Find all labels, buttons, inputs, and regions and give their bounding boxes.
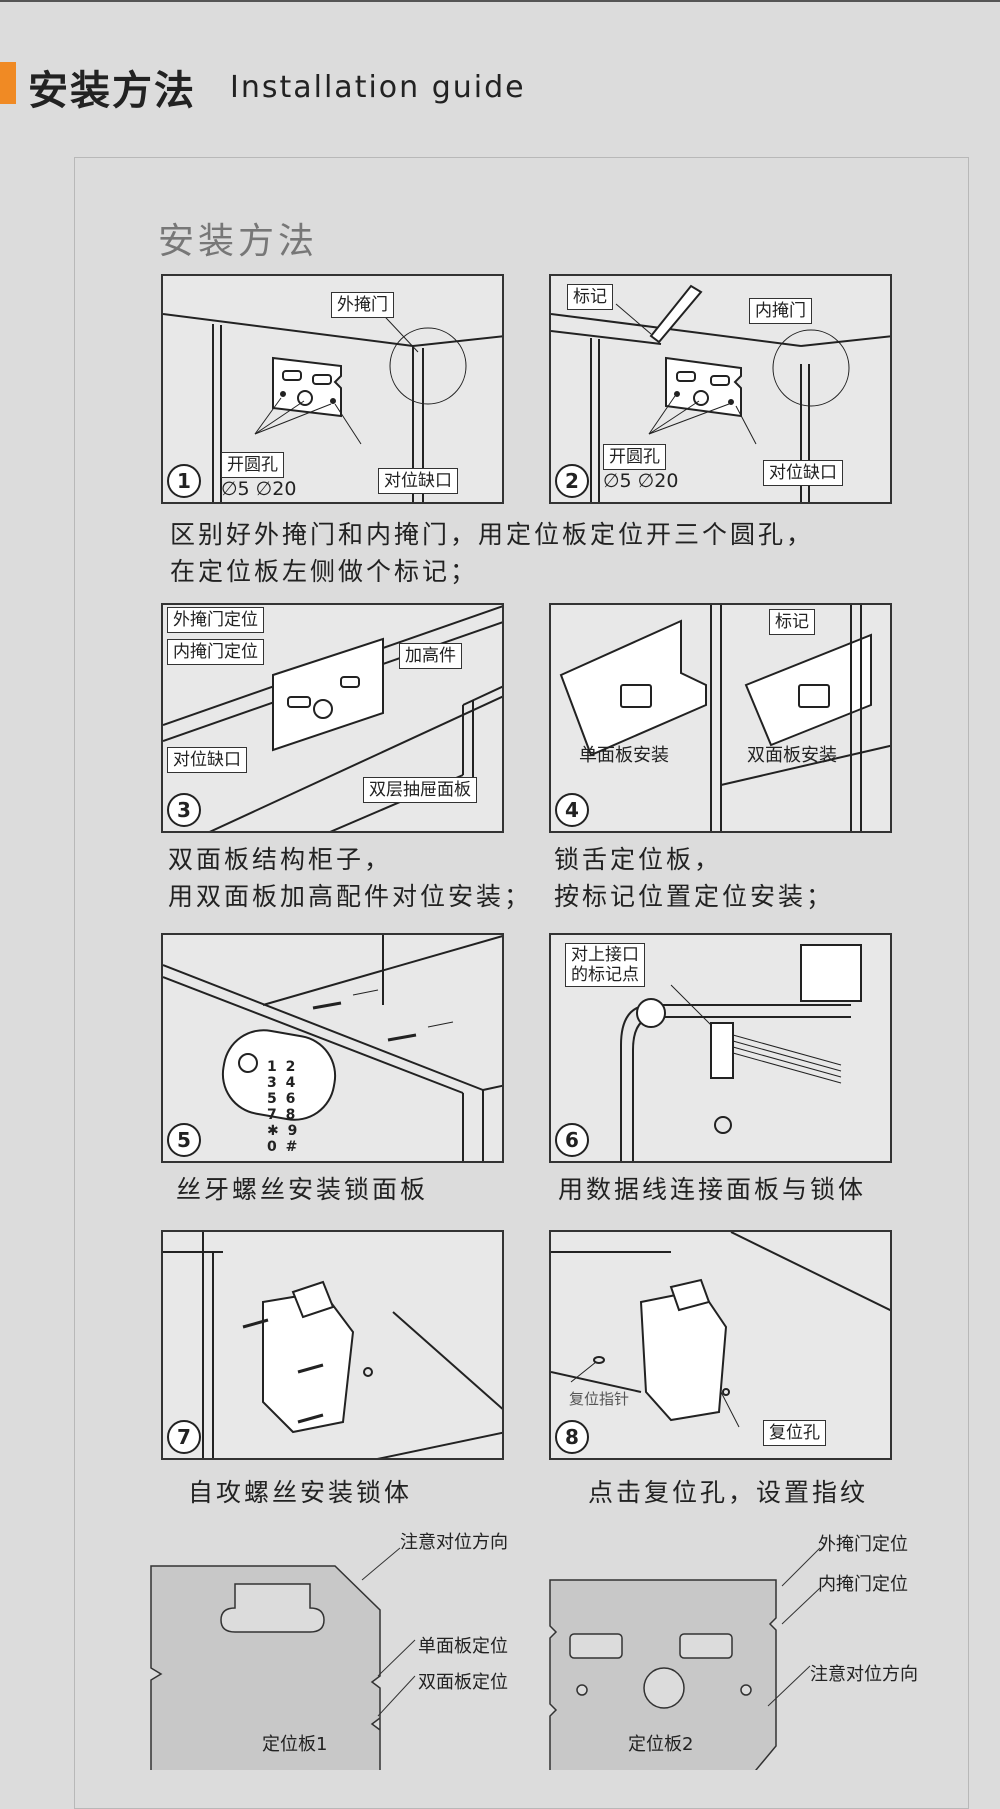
- desc-step-5: 丝牙螺丝安装锁面板: [176, 1175, 429, 1204]
- desc-step-6: 用数据线连接面板与锁体: [558, 1175, 867, 1204]
- plate-2-inner-label: 内掩门定位: [818, 1574, 908, 1595]
- step-2-sizes-label: ∅5 ∅20: [603, 470, 679, 492]
- step-5-keypad-keys: 1 2 3 4 5 6 7 8 ✱ 9 0 #: [267, 1059, 300, 1155]
- plate-1-note-label: 注意对位方向: [400, 1532, 508, 1553]
- desc-step-4-line1: 锁舌定位板，: [554, 845, 723, 874]
- step-3-inner-label: 内掩门定位: [167, 639, 264, 665]
- header-title-cn: 安装方法: [28, 68, 196, 114]
- step-1-door-label: 外掩门: [331, 292, 394, 318]
- desc-step-7: 自攻螺丝安装锁体: [188, 1478, 413, 1507]
- step-7-panel: 7: [161, 1230, 504, 1460]
- step-3-notch-label: 对位缺口: [167, 747, 247, 773]
- top-rule: [0, 0, 1000, 2]
- plate-1-caption: 定位板1: [262, 1734, 328, 1755]
- step-1-number: 1: [167, 464, 201, 498]
- step-3-riser-label: 加高件: [399, 643, 462, 669]
- step-3-panel: 外掩门定位 内掩门定位 加高件 对位缺口 双层抽屉面板 3: [161, 603, 504, 833]
- step-4-single-label: 单面板安装: [579, 745, 669, 766]
- step-6-illustration: [620, 944, 862, 1161]
- plate-2-note-label: 注意对位方向: [810, 1664, 918, 1685]
- step-8-panel: 复位指针 复位孔 8: [549, 1230, 892, 1460]
- step-4-illustration: [559, 605, 890, 831]
- step-3-number: 3: [167, 793, 201, 827]
- step-2-number: 2: [555, 464, 589, 498]
- desc-step-3-line2: 用双面板加高配件对位安装；: [168, 882, 533, 911]
- desc-step-3-line1: 双面板结构柜子，: [168, 845, 393, 874]
- header-title-en: Installation guide: [230, 70, 526, 105]
- step-3-illustration: [163, 605, 502, 831]
- header-accent-bar: [0, 62, 16, 104]
- step-5-number: 5: [167, 1123, 201, 1157]
- step-4-number: 4: [555, 793, 589, 827]
- step-3-outer-label: 外掩门定位: [167, 607, 264, 633]
- step-4-mark-label: 标记: [769, 609, 815, 635]
- step-2-panel: 标记 内掩门 开圆孔 ∅5 ∅20 对位缺口 2: [549, 274, 892, 504]
- step-6-point-label: 对上接口 的标记点: [565, 943, 645, 987]
- step-7-illustration: [163, 1232, 502, 1458]
- step-8-number: 8: [555, 1420, 589, 1454]
- step-1-panel: 外掩门 开圆孔 ∅5 ∅20 对位缺口 1: [161, 274, 504, 504]
- step-2-notch-label: 对位缺口: [763, 460, 843, 486]
- step-7-number: 7: [167, 1420, 201, 1454]
- desc-steps-1-2-line1: 区别好外掩门和内掩门，用定位板定位开三个圆孔，: [170, 520, 815, 549]
- step-2-holes-label: 开圆孔: [603, 444, 666, 470]
- step-1-sizes-label: ∅5 ∅20: [221, 478, 297, 500]
- step-4-panel: 标记 单面板安装 双面板安装 4: [549, 603, 892, 833]
- step-8-illustration: [551, 1232, 890, 1428]
- desc-step-8: 点击复位孔，设置指纹: [588, 1478, 869, 1507]
- section-title: 安装方法: [158, 221, 319, 262]
- positioning-plates-illustration: [150, 1547, 821, 1770]
- step-8-hole-label: 复位孔: [763, 1420, 826, 1446]
- step-5-illustration: [163, 935, 502, 1161]
- step-6-number: 6: [555, 1123, 589, 1157]
- step-8-pin-label: 复位指针: [569, 1390, 630, 1408]
- step-4-double-label: 双面板安装: [747, 745, 837, 766]
- plate-1-single-label: 单面板定位: [418, 1636, 508, 1657]
- desc-step-4-line2: 按标记位置定位安装；: [554, 882, 835, 911]
- plate-1-double-label: 双面板定位: [418, 1672, 508, 1693]
- plate-2-caption: 定位板2: [628, 1734, 694, 1755]
- step-1-holes-label: 开圆孔: [221, 452, 284, 478]
- plate-2-outer-label: 外掩门定位: [818, 1534, 908, 1555]
- step-2-illustration: [551, 284, 890, 502]
- step-1-notch-label: 对位缺口: [378, 468, 458, 494]
- step-6-panel: 对上接口 的标记点 6: [549, 933, 892, 1163]
- step-2-door-label: 内掩门: [749, 298, 812, 324]
- step-2-mark-label: 标记: [567, 284, 613, 310]
- step-3-drawer-label: 双层抽屉面板: [363, 777, 477, 803]
- page-header: 安装方法 Installation guide: [0, 58, 1000, 114]
- desc-steps-1-2-line2: 在定位板左侧做个标记；: [170, 557, 479, 586]
- step-5-panel: 1 2 3 4 5 6 7 8 ✱ 9 0 # 5: [161, 933, 504, 1163]
